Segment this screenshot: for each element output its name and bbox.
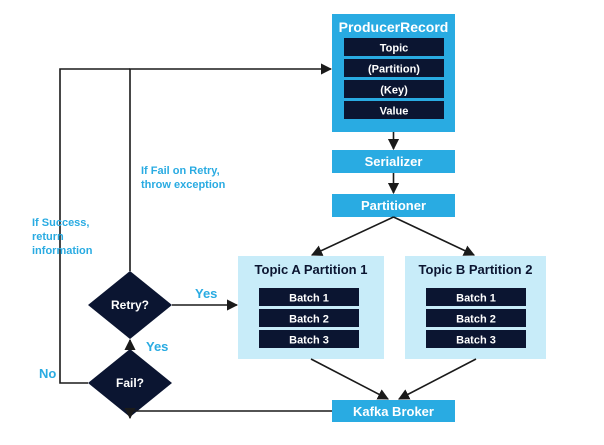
producer-record-field-topic: Topic	[344, 38, 444, 56]
kafka-broker-box: Kafka Broker	[332, 400, 455, 422]
arrow-partitioner-to-partition-a	[310, 216, 394, 256]
svg-text:information: information	[32, 245, 93, 257]
svg-text:return: return	[32, 231, 64, 243]
svg-text:Batch 2: Batch 2	[289, 314, 329, 326]
producer-record-field-partition: (Partition)	[344, 59, 444, 77]
connectors	[59, 63, 477, 420]
partition-b-batch-2: Batch 2	[426, 309, 526, 327]
svg-text:Topic: Topic	[380, 43, 409, 55]
producer-record-field-value: Value	[344, 101, 444, 119]
svg-text:(Key): (Key)	[380, 85, 408, 97]
partition-a-batch-2: Batch 2	[259, 309, 359, 327]
partition-b-batch-1: Batch 1	[426, 288, 526, 306]
svg-text:If Success,: If Success,	[32, 217, 89, 229]
arrow-partition-a-to-broker	[310, 358, 389, 400]
partition-b-batch-3: Batch 3	[426, 330, 526, 348]
svg-text:If Fail on Retry,: If Fail on Retry,	[141, 165, 220, 177]
yes-label-fail: Yes	[146, 339, 168, 354]
partition-a-batch-3: Batch 3	[259, 330, 359, 348]
retry-decision: Retry?	[88, 271, 172, 339]
partition-a-batch-1: Batch 1	[259, 288, 359, 306]
svg-text:Batch 1: Batch 1	[289, 293, 329, 305]
fail-decision: Fail?	[88, 349, 172, 417]
no-label-fail: No	[39, 366, 56, 381]
svg-text:Value: Value	[380, 106, 409, 118]
arrow-broker-to-fail	[124, 407, 332, 420]
svg-text:(Partition): (Partition)	[368, 64, 420, 76]
svg-text:throw exception: throw exception	[141, 179, 226, 191]
arrow-partitioner-to-partition-b	[393, 216, 476, 256]
retry-decision-label: Retry?	[111, 298, 149, 312]
partition-panel-b: Topic B Partition 2 Batch 1 Batch 2 Batc…	[405, 256, 546, 359]
fail-decision-label: Fail?	[116, 376, 144, 390]
partitioner-box: Partitioner	[332, 194, 455, 217]
partition-b-title: Topic B Partition 2	[419, 262, 533, 277]
yes-label-retry: Yes	[195, 286, 217, 301]
partition-panel-a: Topic A Partition 1 Batch 1 Batch 2 Batc…	[238, 256, 384, 359]
annotation-success: If Success, return information	[32, 217, 93, 257]
line-success-return	[59, 68, 130, 384]
producer-record-field-key: (Key)	[344, 80, 444, 98]
annotation-fail-on-retry: If Fail on Retry, throw exception	[141, 165, 226, 191]
serializer-label: Serializer	[365, 154, 423, 169]
partitioner-label: Partitioner	[361, 198, 426, 213]
svg-text:Batch 3: Batch 3	[289, 335, 329, 347]
svg-text:Batch 3: Batch 3	[456, 335, 496, 347]
partition-a-title: Topic A Partition 1	[255, 262, 368, 277]
kafka-broker-label: Kafka Broker	[353, 404, 434, 419]
producer-record-box: ProducerRecord Topic (Partition) (Key) V…	[332, 14, 455, 132]
producer-record-title: ProducerRecord	[339, 19, 449, 35]
svg-text:Batch 2: Batch 2	[456, 314, 496, 326]
svg-text:Batch 1: Batch 1	[456, 293, 496, 305]
arrow-partition-b-to-broker	[398, 358, 477, 400]
serializer-box: Serializer	[332, 150, 455, 173]
